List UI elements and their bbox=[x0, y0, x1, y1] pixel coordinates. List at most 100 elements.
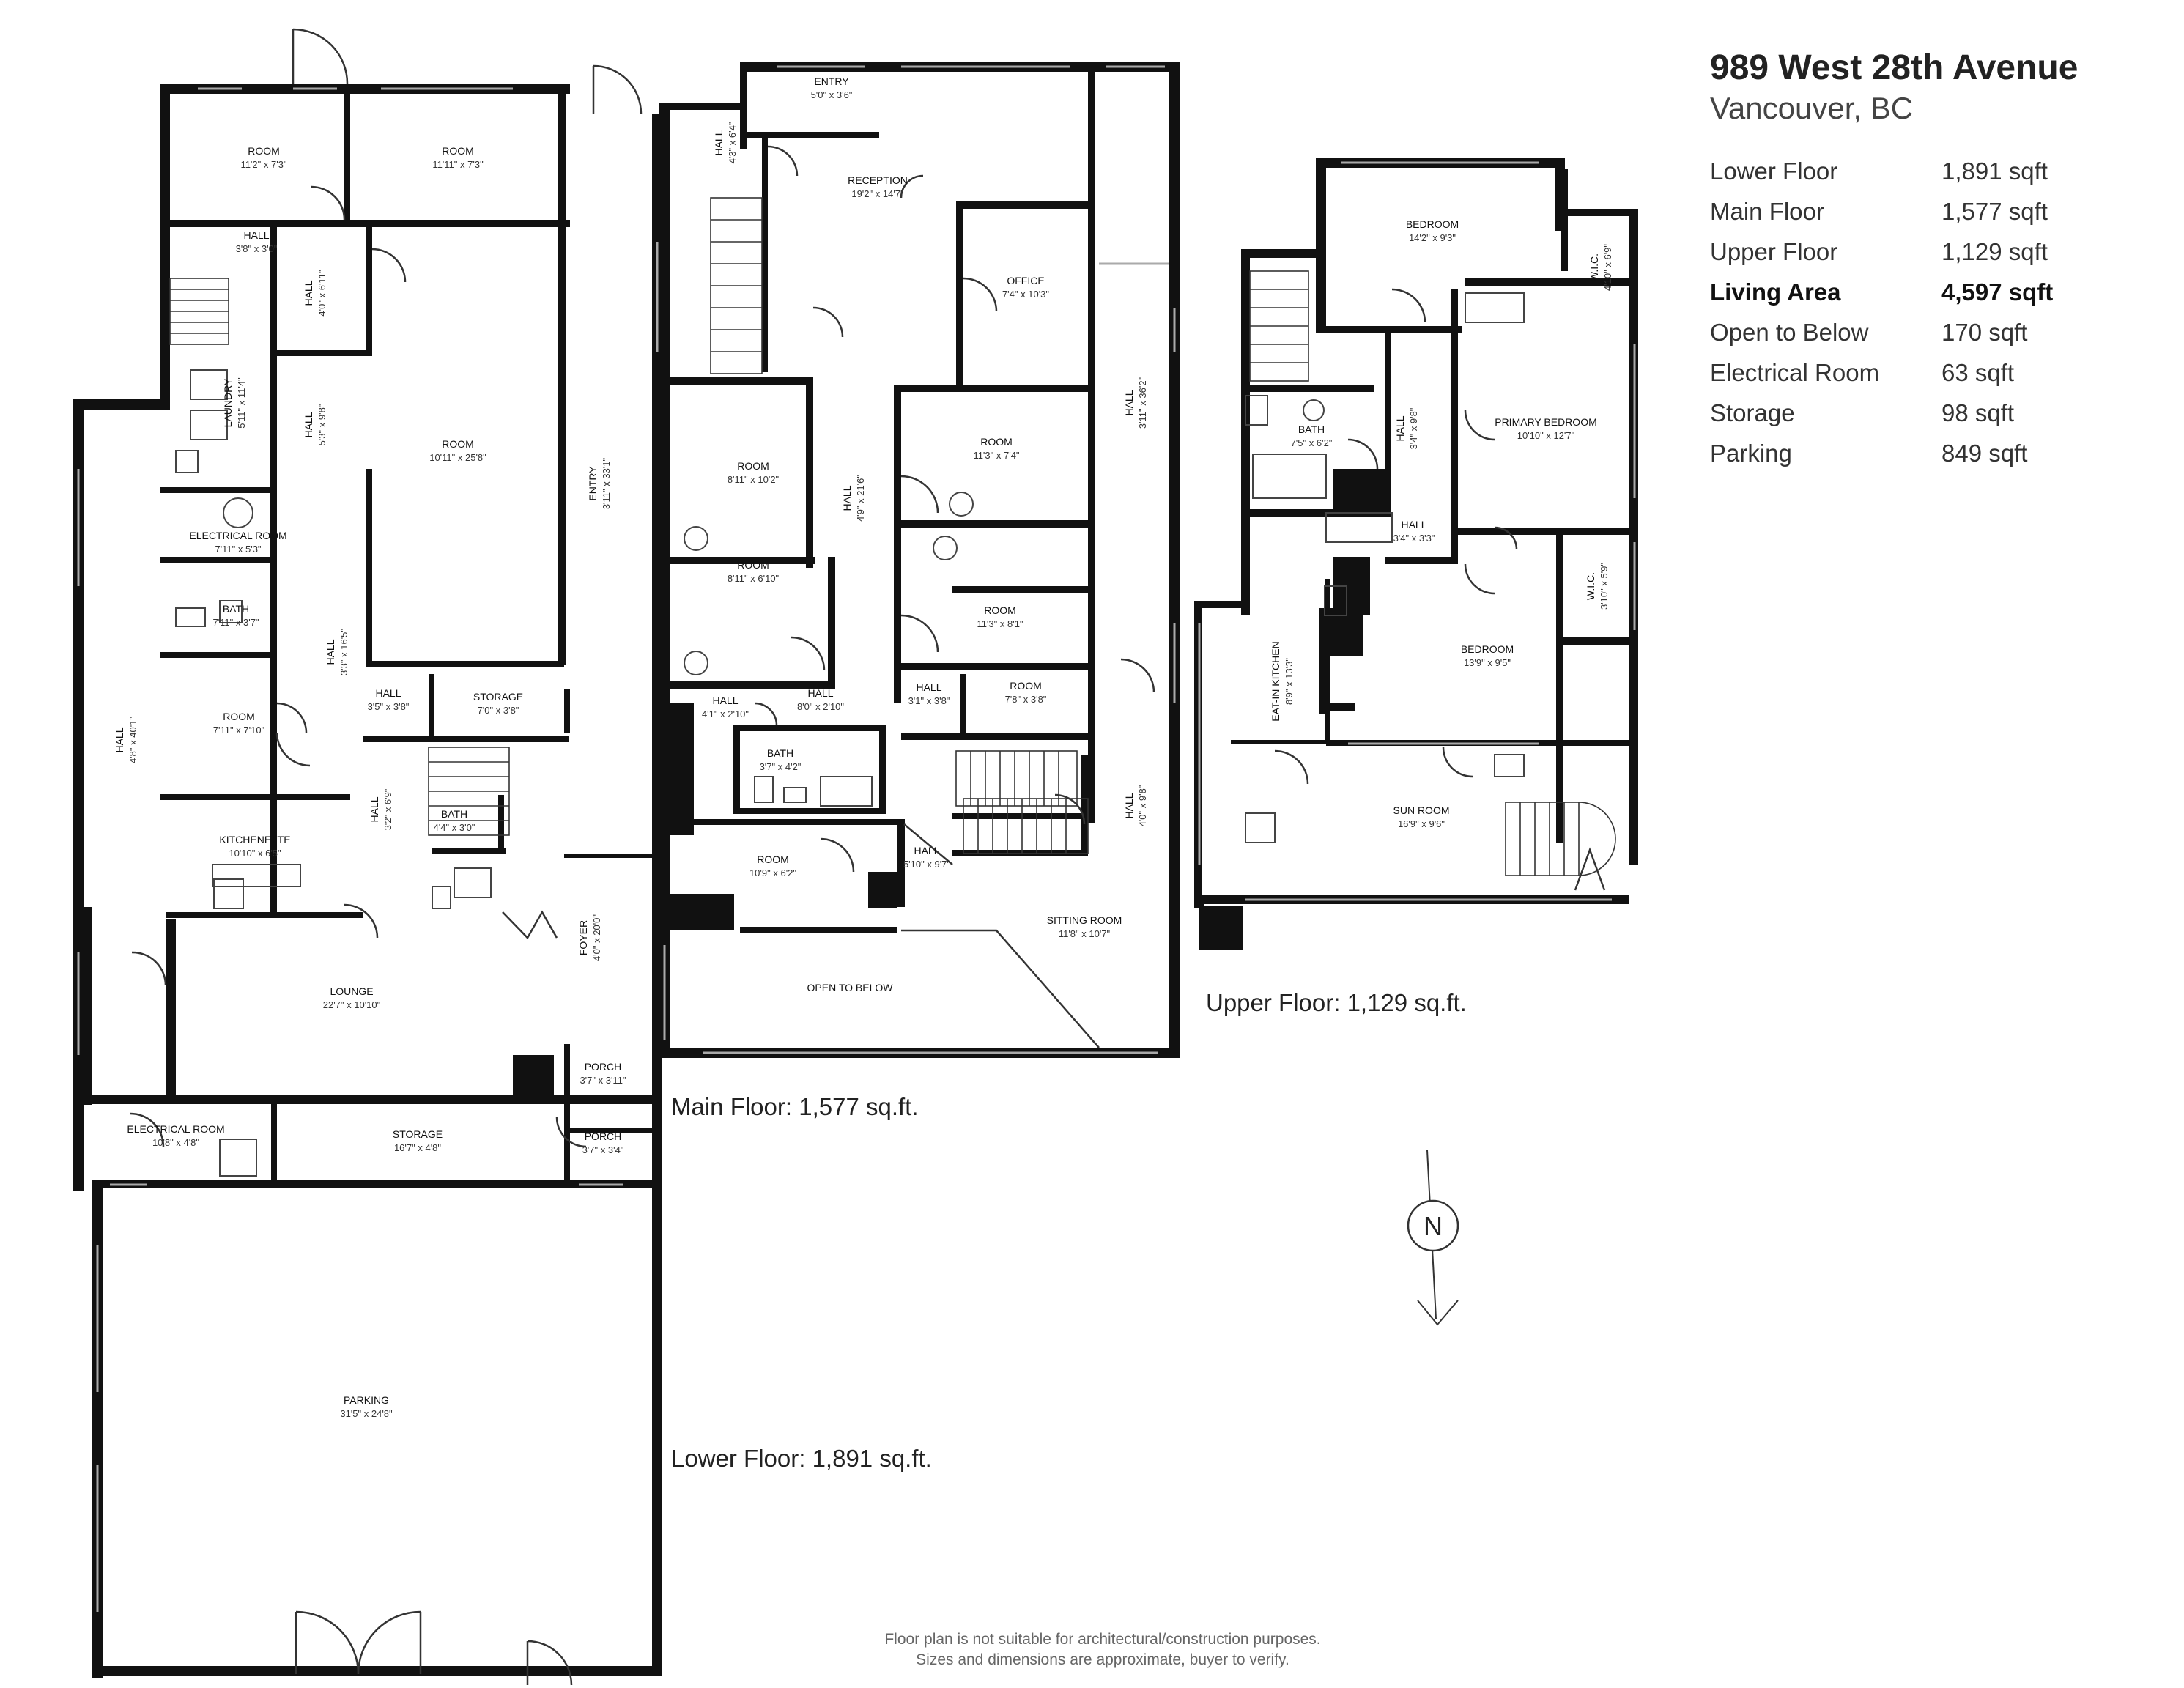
room-dimensions: 10'9" x 6'2" bbox=[749, 867, 796, 878]
room-name: HALL bbox=[1123, 390, 1135, 415]
room-name: HALL bbox=[303, 280, 314, 306]
room-label-mf-hall-5: HALL 8'0" x 2'10" bbox=[797, 687, 844, 712]
room-name: ROOM bbox=[757, 854, 789, 865]
room-dimensions: 4'0" x 9'8" bbox=[1137, 785, 1148, 826]
north-compass: N bbox=[1407, 1150, 1459, 1326]
lower-floor-label: Lower Floor: 1,891 sq.ft. bbox=[671, 1445, 932, 1472]
address-line-1: 989 West 28th Avenue bbox=[1710, 48, 2078, 87]
room-name: OPEN TO BELOW bbox=[807, 982, 894, 993]
room-name: ENTRY bbox=[814, 75, 849, 87]
room-dimensions: 8'0" x 2'10" bbox=[797, 701, 844, 712]
room-label-lf-room-3: ROOM 10'11" x 25'8" bbox=[429, 438, 486, 463]
room-name: ROOM bbox=[737, 460, 769, 472]
room-name: LOUNGE bbox=[330, 985, 373, 997]
room-dimensions: 4'4" x 3'0" bbox=[434, 822, 475, 833]
room-dimensions: 11'8" x 10'7" bbox=[1059, 928, 1111, 939]
room-name: W.I.C. bbox=[1585, 572, 1596, 600]
upper-floor-plan bbox=[1194, 158, 1638, 949]
summary-value: 170 sqft bbox=[1941, 318, 2028, 346]
summary-label: Open to Below bbox=[1710, 318, 1869, 346]
room-label-uf-wic-2: W.I.C.3'10" x 5'9" bbox=[1585, 563, 1610, 610]
room-dimensions: 5'3" x 9'8" bbox=[317, 404, 327, 445]
room-dimensions: 4'10" x 6'9" bbox=[1602, 244, 1613, 291]
room-name: HALL bbox=[1401, 519, 1426, 530]
room-name: ROOM bbox=[1010, 680, 1042, 692]
room-dimensions: 13'9" x 9'5" bbox=[1464, 657, 1511, 668]
summary-value: 63 sqft bbox=[1941, 358, 2015, 386]
summary-row: Electrical Room 63 sqft bbox=[1710, 352, 2053, 393]
room-label-mf-open: OPEN TO BELOW bbox=[807, 982, 894, 993]
room-name: PORCH bbox=[585, 1130, 622, 1142]
room-name: BATH bbox=[1298, 423, 1325, 435]
room-name: PRIMARY BEDROOM bbox=[1495, 416, 1597, 428]
room-name: HALL bbox=[243, 229, 269, 241]
room-label-mf-office: OFFICE 7'4" x 10'3" bbox=[1002, 275, 1049, 300]
room-name: STORAGE bbox=[473, 691, 523, 703]
room-name: HALL bbox=[375, 687, 401, 699]
summary-label: Electrical Room bbox=[1710, 358, 1880, 386]
room-dimensions: 4'0" x 20'0" bbox=[591, 914, 602, 961]
room-dimensions: 7'8" x 3'8" bbox=[1005, 694, 1047, 705]
room-name: OFFICE bbox=[1007, 275, 1044, 286]
room-dimensions: 10'10" x 12'7" bbox=[1517, 430, 1575, 441]
summary-label: Parking bbox=[1710, 439, 1792, 467]
summary-row: Open to Below 170 sqft bbox=[1710, 312, 2053, 352]
room-name: PARKING bbox=[344, 1394, 389, 1406]
room-name: BEDROOM bbox=[1461, 643, 1514, 655]
room-dimensions: 7'11" x 3'7" bbox=[212, 617, 259, 628]
main-floor-label: Main Floor: 1,577 sq.ft. bbox=[671, 1093, 919, 1120]
summary-label: Storage bbox=[1710, 399, 1795, 426]
room-dimensions: 5'0" x 3'6" bbox=[811, 89, 853, 100]
room-dimensions: 3'11" x 33'1" bbox=[601, 457, 612, 509]
room-name: PORCH bbox=[585, 1061, 622, 1073]
room-dimensions: 3'2" x 6'9" bbox=[382, 788, 393, 830]
room-name: BATH bbox=[223, 603, 249, 615]
room-dimensions: 11'3" x 7'4" bbox=[973, 450, 1019, 461]
room-name: ELECTRICAL ROOM bbox=[127, 1123, 224, 1135]
summary-value: 4,597 sqft bbox=[1941, 278, 2054, 306]
room-dimensions: 10'10" x 6'5" bbox=[229, 848, 281, 859]
room-name: HALL bbox=[325, 639, 336, 665]
room-dimensions: 5'10" x 9'7" bbox=[903, 859, 950, 870]
room-label-mf-room-5: ROOM 7'8" x 3'8" bbox=[1005, 680, 1047, 705]
room-dimensions: 7'0" x 3'8" bbox=[478, 705, 519, 716]
room-name: ROOM bbox=[980, 436, 1013, 448]
room-dimensions: 3'11" x 36'2" bbox=[1137, 377, 1148, 429]
room-dimensions: 11'3" x 8'1" bbox=[977, 618, 1023, 629]
room-name: HALL bbox=[713, 130, 725, 155]
room-dimensions: 7'4" x 10'3" bbox=[1002, 289, 1049, 300]
room-name: ROOM bbox=[442, 438, 474, 450]
summary-label: Upper Floor bbox=[1710, 237, 1838, 265]
room-dimensions: 7'11" x 5'3" bbox=[215, 544, 261, 555]
room-name: RECEPTION bbox=[848, 174, 908, 186]
room-dimensions: 4'1" x 2'10" bbox=[702, 708, 749, 719]
room-name: HALL bbox=[712, 695, 738, 706]
room-dimensions: 14'2" x 9'3" bbox=[1409, 232, 1456, 243]
room-name: HALL bbox=[807, 687, 833, 699]
room-dimensions: 10'11" x 25'8" bbox=[429, 452, 486, 463]
